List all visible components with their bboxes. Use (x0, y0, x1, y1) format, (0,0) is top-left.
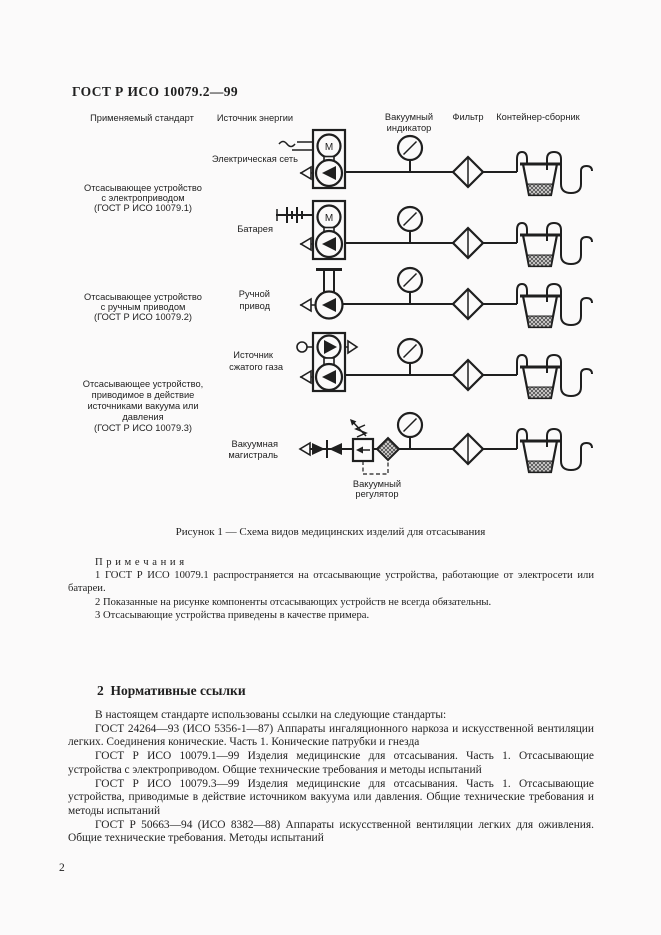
figure-diagram: M Применяемый стандарт Источник энергии … (83, 112, 594, 499)
regulator-arrow (356, 446, 363, 454)
standard-manual-label: Отсасывающее устройство (84, 292, 202, 302)
source-gas-label: Источник (233, 350, 274, 360)
regulator-label: Вакуумный (353, 479, 401, 489)
col-vacuum-indicator: Вакуумный (385, 112, 433, 122)
pump-arrow (322, 370, 336, 384)
col-vacuum-indicator: индикатор (387, 123, 432, 133)
regulator-adjust-arrow (351, 420, 367, 437)
section-intro: В настоящем стандарте использованы ссылк… (95, 709, 447, 721)
standard-electric-label: Отсасывающее устройство (84, 183, 202, 193)
standard-manual-label: (ГОСТ Р ИСО 10079.2) (94, 312, 192, 322)
page-number: 2 (59, 862, 65, 874)
col-filter: Фильтр (452, 112, 483, 122)
row-vacuum-line: Вакуумная магистраль Вакуумный регулятор (228, 411, 594, 499)
valve-arrow (312, 443, 325, 455)
col-standard: Применяемый стандарт (90, 113, 194, 123)
figure-caption: Рисунок 1 — Схема видов медицинских изде… (175, 526, 486, 538)
row-gas: Источник сжатого газа (229, 331, 594, 400)
row-electric-mains: Электрическая сеть (212, 128, 594, 197)
gas-inlet-icon (296, 341, 308, 353)
standard-vacuum-label: (ГОСТ Р ИСО 10079.3) (94, 423, 192, 433)
pump-arrow (322, 298, 336, 312)
reference-item: ГОСТ Р ИСО 10079.1—99 Изделия медицински… (68, 750, 594, 776)
standard-vacuum-label: Отсасывающее устройство, (83, 379, 203, 389)
valve-arrow (329, 443, 342, 455)
notes-block: П р и м е ч а н и я 1 ГОСТ Р ИСО 10079.1… (68, 556, 594, 622)
col-container: Контейнер-сборник (496, 112, 580, 122)
row-manual: Ручной привод (239, 266, 594, 329)
reference-item: ГОСТ 24264—93 (ИСО 5356-1—87) Аппараты и… (68, 722, 594, 749)
source-manual-label: привод (239, 301, 270, 311)
regulator-adjust-arrowhead (350, 419, 357, 426)
standard-manual-label: с ручным приводом (101, 302, 186, 312)
reference-item: ГОСТ Р ИСО 10079.3—99 Изделия медицински… (68, 777, 594, 817)
ac-tilde-icon (278, 140, 296, 148)
outlet-arrow-icon (299, 369, 312, 385)
note-item: 3 Отсасывающие устройства приведены в ка… (95, 609, 370, 621)
source-vacline-label: магистраль (228, 450, 278, 460)
exhaust-arrow-icon (347, 339, 359, 355)
references-block: В настоящем стандарте использованы ссылк… (68, 709, 594, 846)
regulator-group-bracket (362, 461, 389, 475)
drive-arrow (324, 340, 337, 354)
standard-vacuum-label: источниками вакуума или (87, 401, 198, 411)
standard-electric-label: (ГОСТ Р ИСО 10079.1) (94, 203, 192, 213)
standard-vacuum-label: давления (122, 412, 163, 422)
standard-vacuum-label: приводимое в действие (92, 390, 195, 400)
source-battery-label: Батарея (237, 224, 273, 234)
note-item: 1 ГОСТ Р ИСО 10079.1 распространяется на… (68, 570, 594, 595)
outlet-arrow-icon (299, 297, 312, 313)
reference-item: ГОСТ Р 50663—94 (ИСО 8382—88) Аппараты и… (68, 818, 594, 845)
section-heading: 2 Нормативные ссылки (97, 683, 246, 698)
source-mains-label: Электрическая сеть (212, 154, 298, 164)
inline-filter-icon (375, 436, 401, 462)
note-item: 2 Показанные на рисунке компоненты отсас… (95, 596, 492, 608)
outlet-arrow-icon (298, 441, 311, 457)
page-title: ГОСТ Р ИСО 10079.2—99 (72, 84, 239, 99)
standard-electric-label: с электроприводом (101, 193, 184, 203)
notes-title: П р и м е ч а н и я (95, 557, 185, 568)
regulator-label: регулятор (355, 489, 398, 499)
source-vacline-label: Вакуумная (232, 439, 278, 449)
left-labels: Отсасывающее устройство с электроприводо… (83, 183, 203, 433)
column-headers: Применяемый стандарт Источник энергии Ва… (90, 112, 581, 133)
col-energy: Источник энергии (217, 113, 293, 123)
row-battery: Батарея (237, 199, 594, 268)
source-gas-label: сжатого газа (229, 362, 284, 372)
source-manual-label: Ручной (239, 289, 270, 299)
